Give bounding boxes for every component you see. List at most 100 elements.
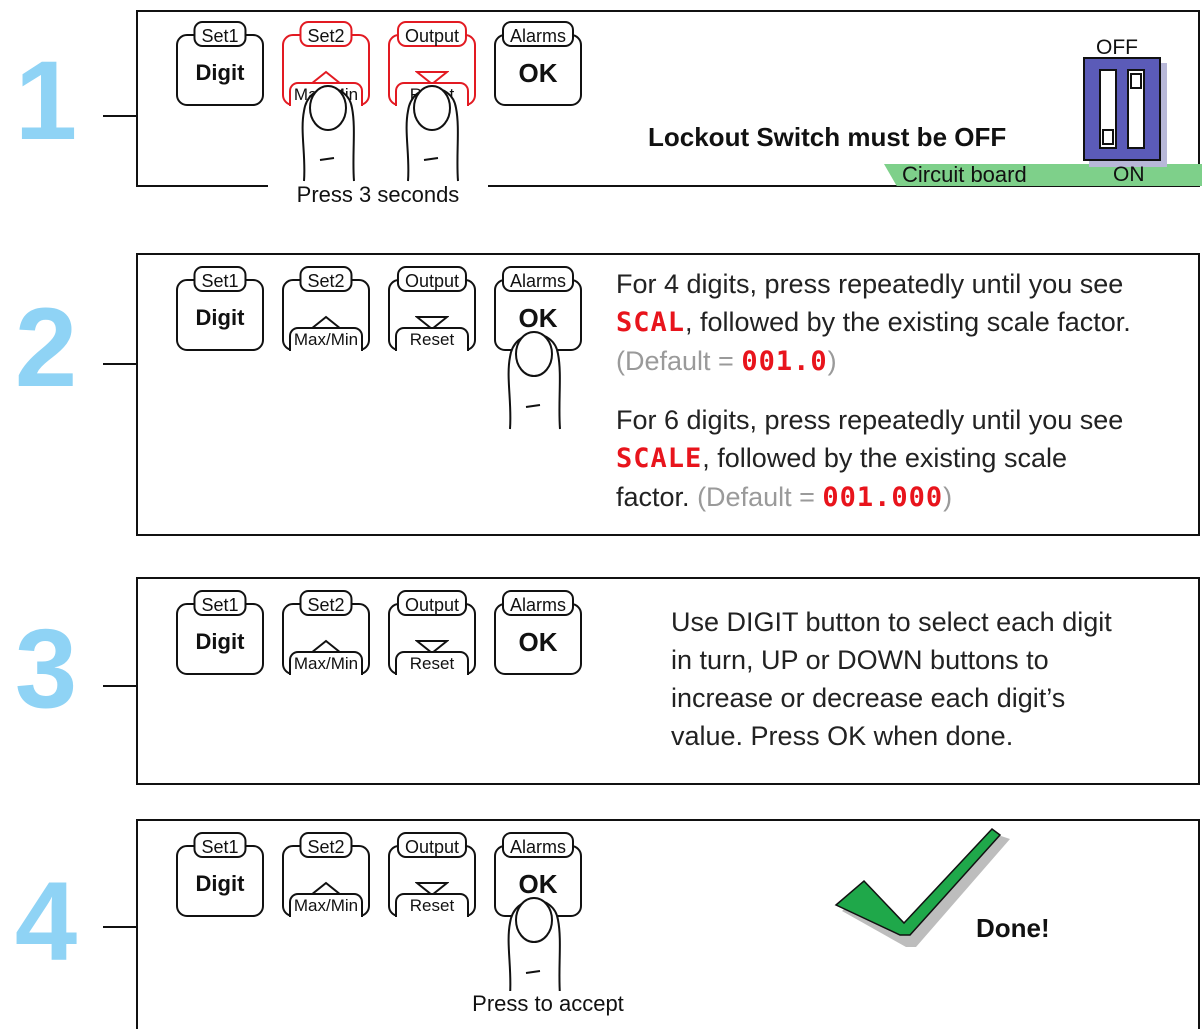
finger-press-icon xyxy=(507,331,561,430)
output-label: Output xyxy=(396,590,468,616)
max-min-label: Max/Min xyxy=(289,893,363,917)
step-2-panel: Set1 Digit Set2 Max/Min Output Reset Ala… xyxy=(136,253,1200,536)
six-digit-line-2: SCALE, followed by the existing scale xyxy=(616,439,1202,478)
checkmark-icon xyxy=(834,827,1010,947)
press-3-seconds-caption: Press 3 seconds xyxy=(268,182,488,208)
digit-label: Digit xyxy=(195,60,245,85)
switch-on-label: ON xyxy=(1113,163,1145,186)
done-label: Done! xyxy=(976,913,1050,943)
step-leader-line xyxy=(103,363,136,365)
four-digit-line-1: For 4 digits, press repeatedly until you… xyxy=(616,269,1124,299)
set2-up-button[interactable]: Set2 Max/Min xyxy=(282,266,370,351)
four-digit-default: (Default = 001.0) xyxy=(616,342,1202,381)
scale-lcd-code: SCALE xyxy=(616,443,703,474)
circuit-board-label: Circuit board xyxy=(902,162,1027,187)
step-3-panel: Set1 Digit Set2 Max/Min Output Reset Ala… xyxy=(136,577,1200,785)
set1-label: Set1 xyxy=(193,832,247,858)
output-down-button[interactable]: Output Reset xyxy=(388,266,476,351)
digit-label: Digit xyxy=(195,305,245,330)
lockout-dip-switch xyxy=(1083,57,1161,161)
digit-label: Digit xyxy=(195,629,245,654)
circuit-board-strip xyxy=(884,164,1202,186)
output-down-button[interactable]: Output Reset xyxy=(388,590,476,675)
switch-off-label: OFF xyxy=(1096,36,1138,59)
instruction-line: value. Press OK when done. xyxy=(671,721,1014,751)
set1-label: Set1 xyxy=(193,266,247,292)
set2-up-button[interactable]: Set2 Max/Min xyxy=(282,590,370,675)
instruction-line: in turn, UP or DOWN buttons to xyxy=(671,645,1049,675)
four-digit-line-2: SCAL, followed by the existing scale fac… xyxy=(616,303,1202,342)
step-number-2: 2 xyxy=(14,285,78,410)
default-prefix: (Default = xyxy=(697,482,823,512)
step-1-panel: Set1 Digit Set2 Max/Min Output Reset Ala… xyxy=(136,10,1202,208)
set1-digit-button[interactable]: Set1 Digit xyxy=(176,266,264,351)
down-arrow-icon xyxy=(415,882,449,897)
alarms-label: Alarms xyxy=(501,21,575,47)
six-digit-line-3: factor. (Default = 001.000) xyxy=(616,478,1202,517)
step-number-4: 4 xyxy=(14,859,78,984)
switch-slot-1 xyxy=(1099,69,1117,149)
output-label: Output xyxy=(396,21,468,47)
step-number-1: 1 xyxy=(14,38,78,163)
down-arrow-icon xyxy=(415,316,449,331)
default-value-4: 001.0 xyxy=(741,346,828,377)
step-4-panel: Set1 Digit Set2 Max/Min Output Reset Ala… xyxy=(136,819,1200,1029)
set2-label: Set2 xyxy=(299,21,353,47)
set1-digit-button[interactable]: Set1 Digit xyxy=(176,590,264,675)
default-value-6: 001.000 xyxy=(822,482,944,513)
digit-edit-instruction: Use DIGIT button to select each digit in… xyxy=(671,603,1191,755)
set2-up-button[interactable]: Set2 Max/Min xyxy=(282,832,370,917)
set1-digit-button[interactable]: Set1 Digit xyxy=(176,21,264,106)
finger-press-icon xyxy=(301,85,459,182)
six-digit-line-2-text: , followed by the existing scale xyxy=(702,443,1067,473)
set1-label: Set1 xyxy=(193,21,247,47)
instruction-line: increase or decrease each digit’s xyxy=(671,683,1066,713)
output-label: Output xyxy=(396,266,468,292)
output-label: Output xyxy=(396,832,468,858)
default-suffix: ) xyxy=(827,346,837,376)
alarms-ok-button[interactable]: Alarms OK xyxy=(494,266,582,351)
default-prefix: (Default = xyxy=(616,346,742,376)
reset-label: Reset xyxy=(395,893,469,917)
alarms-label: Alarms xyxy=(501,590,575,616)
switch-toggle-2 xyxy=(1130,73,1142,89)
alarms-ok-button[interactable]: Alarms OK xyxy=(494,21,582,106)
scal-lcd-code: SCAL xyxy=(616,307,686,338)
alarms-ok-button[interactable]: Alarms OK xyxy=(494,590,582,675)
step-leader-line xyxy=(103,926,136,928)
four-digit-instruction: For 4 digits, press repeatedly until you… xyxy=(616,265,1202,381)
factor-word: factor. xyxy=(616,482,690,512)
reset-label: Reset xyxy=(395,327,469,351)
ok-label: OK xyxy=(518,627,558,657)
press-to-accept-caption: Press to accept xyxy=(438,991,658,1017)
instruction-line: Use DIGIT button to select each digit xyxy=(671,607,1112,637)
lockout-instruction: Lockout Switch must be OFF xyxy=(648,122,1007,152)
default-suffix: ) xyxy=(943,482,953,512)
ok-label: OK xyxy=(518,58,558,88)
set2-label: Set2 xyxy=(299,266,353,292)
set2-label: Set2 xyxy=(299,590,353,616)
six-digit-line-1: For 6 digits, press repeatedly until you… xyxy=(616,405,1124,435)
digit-label: Digit xyxy=(195,871,245,896)
max-min-label: Max/Min xyxy=(289,327,363,351)
max-min-label: Max/Min xyxy=(289,651,363,675)
four-digit-line-2-text: , followed by the existing scale factor. xyxy=(685,307,1131,337)
step-leader-line xyxy=(103,115,136,117)
down-arrow-icon xyxy=(415,640,449,655)
alarms-label: Alarms xyxy=(501,266,575,292)
ok-label: OK xyxy=(518,869,558,899)
six-digit-instruction: For 6 digits, press repeatedly until you… xyxy=(616,401,1202,517)
down-arrow-icon xyxy=(415,71,449,86)
set1-label: Set1 xyxy=(193,590,247,616)
reset-label: Reset xyxy=(395,651,469,675)
step-number-3: 3 xyxy=(14,606,78,731)
switch-slot-2 xyxy=(1127,69,1145,149)
finger-press-icon xyxy=(507,897,561,996)
switch-toggle-1 xyxy=(1102,129,1114,145)
alarms-label: Alarms xyxy=(501,832,575,858)
ok-label: OK xyxy=(518,303,558,333)
output-down-button[interactable]: Output Reset xyxy=(388,832,476,917)
step-leader-line xyxy=(103,685,136,687)
set2-label: Set2 xyxy=(299,832,353,858)
set1-digit-button[interactable]: Set1 Digit xyxy=(176,832,264,917)
